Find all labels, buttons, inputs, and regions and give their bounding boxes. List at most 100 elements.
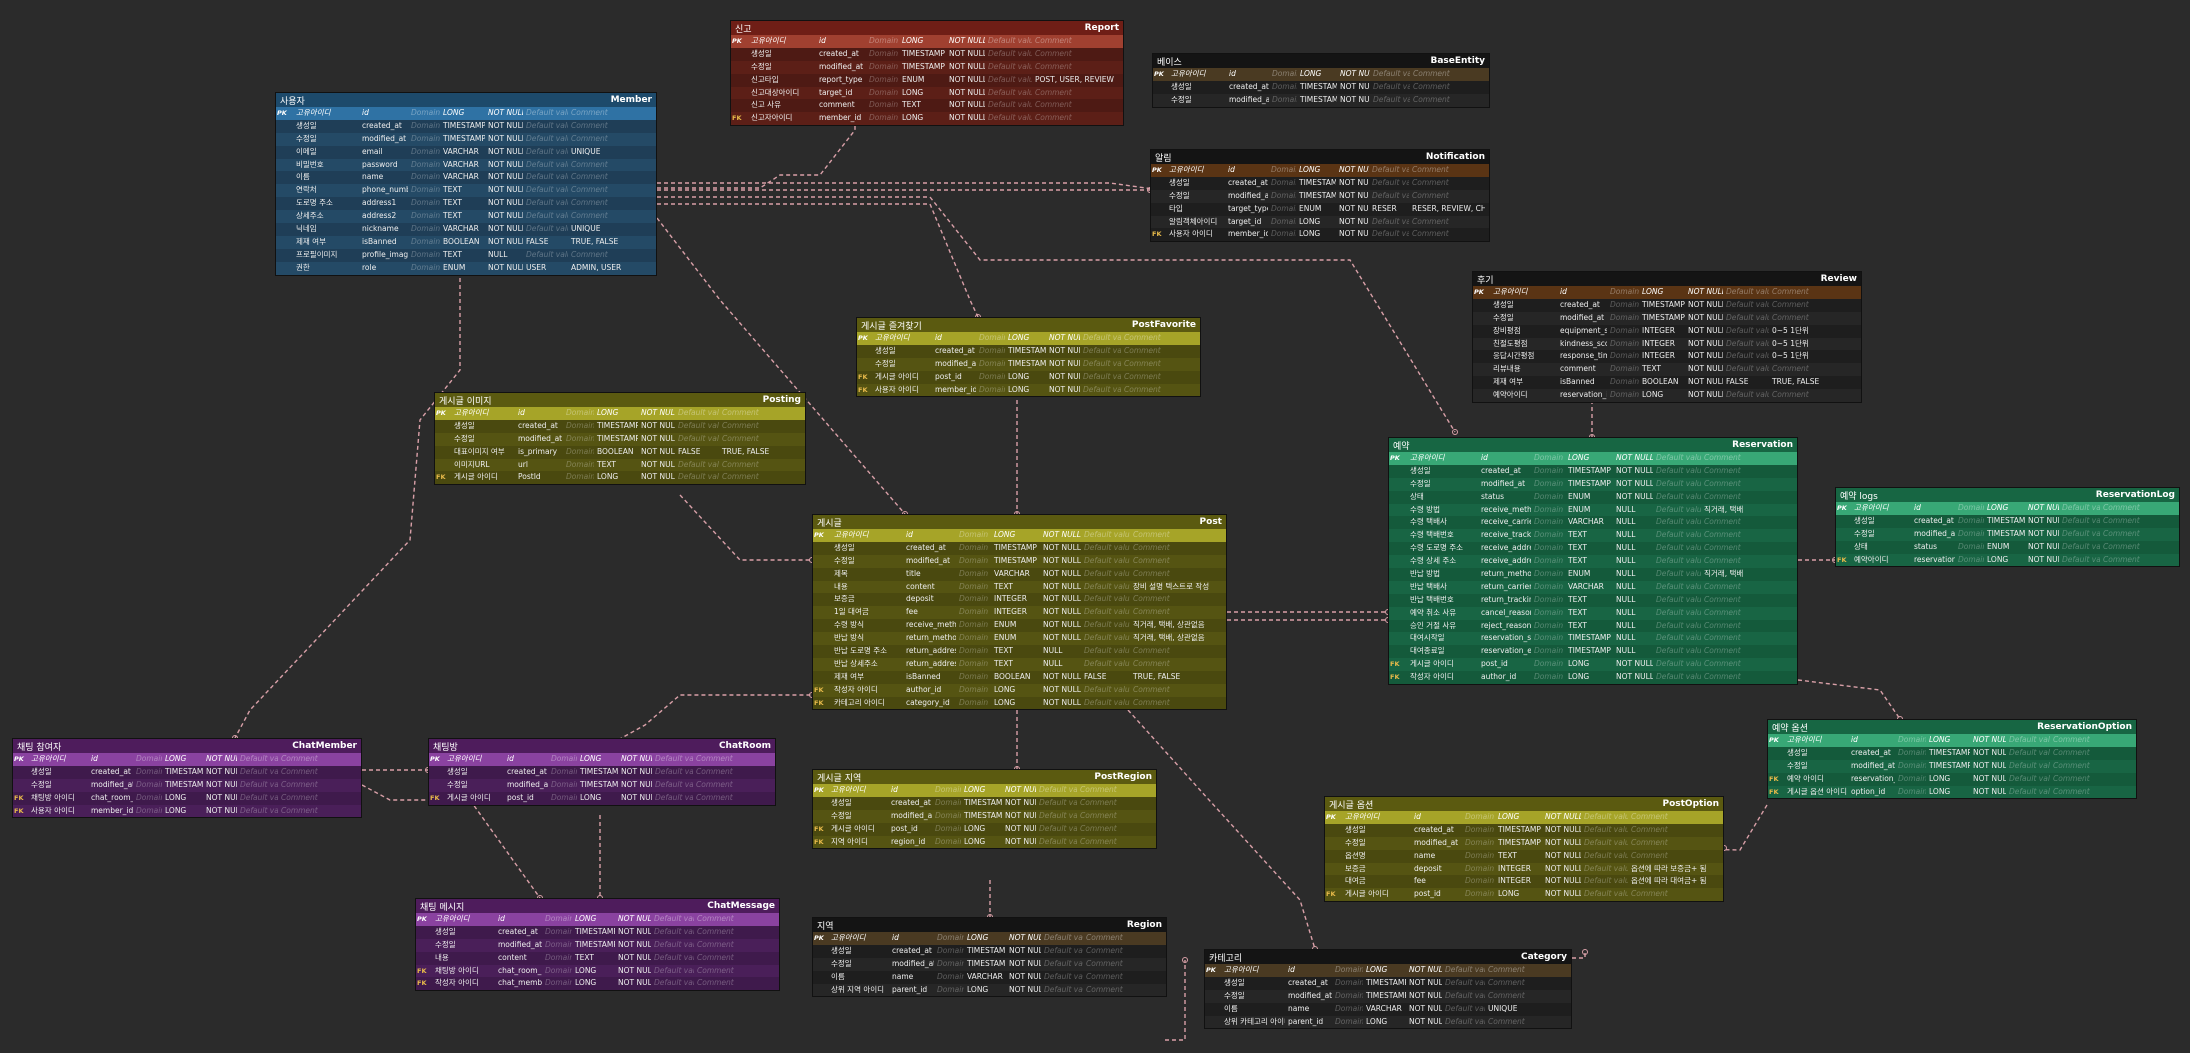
- relationship-line[interactable]: [657, 203, 979, 318]
- entity-postregion[interactable]: 게시글 지역PostRegionPK고유아이디idDomainLONGNOT N…: [812, 769, 1157, 850]
- column-row[interactable]: 응답시간평점response_time_scoreDomainINTEGERNO…: [1473, 350, 1861, 364]
- column-row[interactable]: 반납 택배번호return_tracking_numberDomainTEXTN…: [1389, 593, 1797, 607]
- entity-chatroom[interactable]: 채팅방ChatRoomPK고유아이디idDomainLONGNOT NULLDe…: [428, 738, 776, 806]
- column-row[interactable]: 반납 방법return_methodDomainENUMNULLDefault …: [1389, 568, 1797, 581]
- relationship-line[interactable]: [657, 182, 1161, 191]
- column-row[interactable]: 수령 택배사receive_carrierDomainVARCHARNULLDe…: [1389, 516, 1797, 530]
- column-row[interactable]: 수령 상세 주소receive_address2DomainTEXTNULLDe…: [1389, 555, 1797, 569]
- entity-notification[interactable]: 알림NotificationPK고유아이디idDomainLONGNOT NUL…: [1150, 149, 1490, 243]
- entity-chatmember[interactable]: 채팅 참여자ChatMemberPK고유아이디idDomainLONGNOT N…: [12, 738, 362, 819]
- column-row[interactable]: 수령 방법receive_methodDomainENUMNULLDefault…: [1389, 503, 1797, 517]
- column-row[interactable]: 반납 상세주소return_address2DomainTEXTNULLDefa…: [813, 657, 1226, 671]
- relationship-line[interactable]: [234, 278, 461, 739]
- column-row[interactable]: 대여종료일reservation_end_atDomainTIMESTAMPNU…: [1389, 645, 1797, 659]
- relationship-line[interactable]: [679, 494, 812, 561]
